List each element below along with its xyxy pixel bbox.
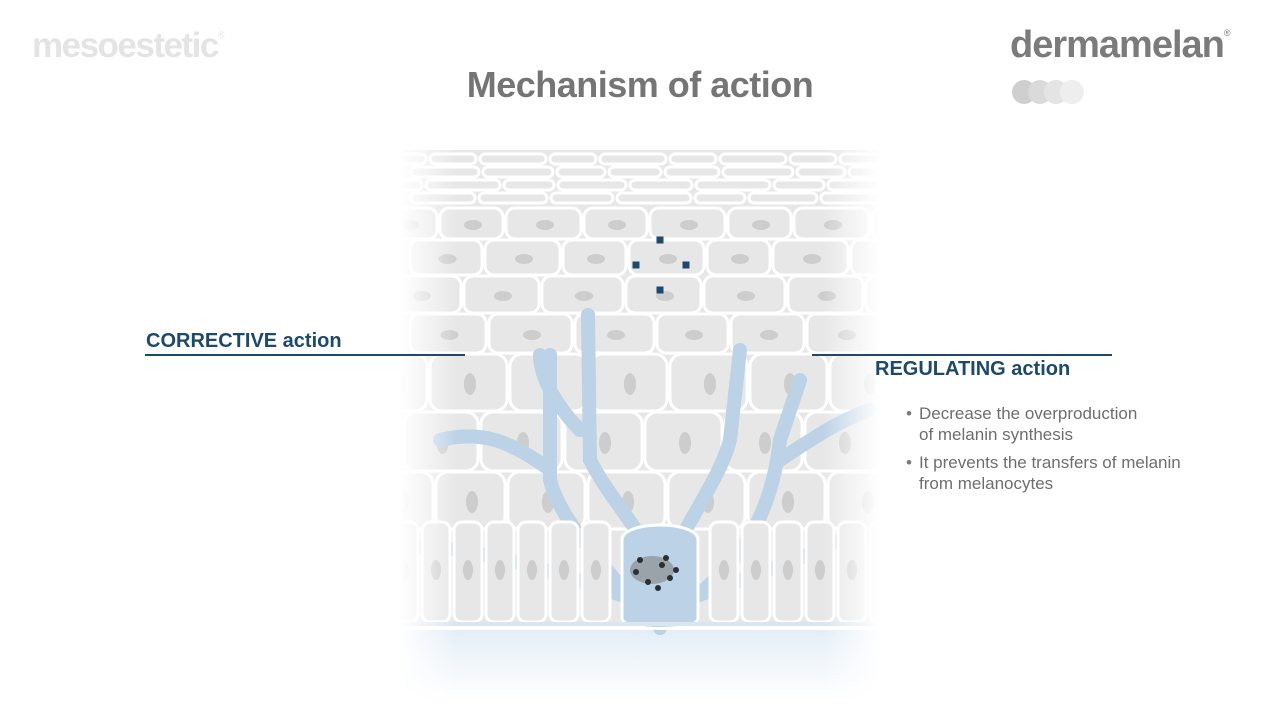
bullet-dot: •	[906, 404, 912, 423]
regulating-bullet-list: • Decrease the overproduction of melanin…	[906, 403, 1246, 501]
bullet-text: It prevents the transfers of melanin	[919, 453, 1181, 472]
corrective-pointer-line	[145, 354, 465, 356]
registered-mark: ®	[217, 30, 225, 40]
mesoestetic-logo: mesoestetic®	[32, 26, 225, 66]
bullet-text: Decrease the overproduction	[919, 404, 1138, 423]
regulating-action-label: REGULATING action	[875, 358, 1071, 380]
registered-mark: ®	[1223, 28, 1231, 38]
bullet-text: from melanocytes	[919, 474, 1054, 493]
corrective-action-label: CORRECTIVE action	[146, 330, 342, 352]
dermamelan-logo-text: dermamelan	[1010, 24, 1225, 66]
dermamelan-logo: dermamelan®	[1010, 24, 1230, 67]
bullet-text: of melanin synthesis	[919, 425, 1074, 444]
logo-circles-icon	[1012, 80, 1092, 106]
skin-cross-section-illustration	[400, 140, 880, 700]
mesoestetic-logo-text: mesoestetic	[32, 26, 219, 65]
regulating-pointer-line	[812, 354, 1112, 356]
bullet-item: • Decrease the overproduction of melanin…	[906, 403, 1246, 445]
logo-circle	[1060, 80, 1084, 104]
bullet-dot: •	[906, 453, 912, 472]
bullet-item: • It prevents the transfers of melanin f…	[906, 452, 1246, 494]
page-title: Mechanism of action	[466, 64, 814, 105]
